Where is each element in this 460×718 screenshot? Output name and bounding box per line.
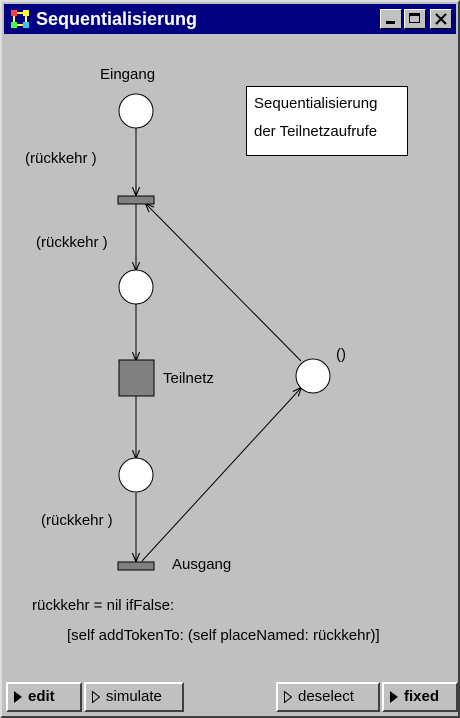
petri-net-app-icon	[10, 9, 30, 29]
window-title: Sequentialisierung	[36, 9, 198, 29]
guard-line-1: rückkehr = nil ifFalse:	[32, 597, 175, 614]
output-transition-label: Ausgang	[172, 556, 232, 573]
triangle-right-icon	[14, 691, 22, 703]
arc-label-3: (rückkehr )	[41, 512, 113, 529]
arc-label-1: (rückkehr )	[25, 150, 97, 167]
place-input[interactable]	[118, 93, 154, 129]
triangle-right-icon	[390, 691, 398, 703]
fixed-label: fixed	[404, 688, 440, 705]
transition-output[interactable]	[117, 561, 155, 571]
simulate-button[interactable]: simulate	[84, 682, 184, 712]
simulate-label: simulate	[106, 688, 162, 705]
subnet-label: Teilnetz	[163, 370, 214, 387]
minimize-button[interactable]	[380, 9, 402, 29]
petri-net-diagram	[117, 93, 331, 571]
place-input-label: Eingang	[100, 66, 156, 83]
triangle-right-outline-icon	[92, 691, 100, 703]
maximize-button[interactable]	[404, 9, 426, 29]
net-canvas[interactable]: Eingang (rückkehr ) (rückkehr ) Teilnetz…	[8, 38, 454, 650]
arc-output-to-side-place[interactable]	[141, 388, 301, 562]
arc-label-2: (rückkehr )	[36, 234, 108, 251]
side-place-label: ()	[336, 346, 346, 363]
place-after-subnet[interactable]	[118, 457, 154, 493]
close-icon	[435, 13, 447, 25]
transition-subnet[interactable]	[118, 359, 155, 397]
note-line-1: Sequentialisierung	[254, 95, 378, 112]
place-middle[interactable]	[118, 269, 154, 305]
place-return[interactable]	[295, 358, 331, 394]
deselect-button[interactable]: deselect	[276, 682, 380, 712]
note-line-2: der Teilnetzaufrufe	[254, 123, 378, 140]
edit-label: edit	[28, 688, 55, 705]
edit-button[interactable]: edit	[6, 682, 82, 712]
triangle-right-outline-icon	[284, 691, 292, 703]
mode-toolbar: edit simulate deselect fixed	[6, 682, 458, 716]
transition-1[interactable]	[117, 195, 155, 205]
close-button[interactable]	[430, 9, 452, 29]
deselect-label: deselect	[298, 688, 354, 705]
guard-line-2: [self addTokenTo: (self placeNamed: rück…	[67, 627, 380, 644]
arc-side-place-to-t1[interactable]	[146, 204, 302, 362]
title-bar[interactable]: Sequentialisierung	[4, 4, 456, 34]
fixed-button[interactable]: fixed	[382, 682, 458, 712]
comment-note[interactable]: Sequentialisierung der Teilnetzaufrufe	[246, 86, 408, 156]
